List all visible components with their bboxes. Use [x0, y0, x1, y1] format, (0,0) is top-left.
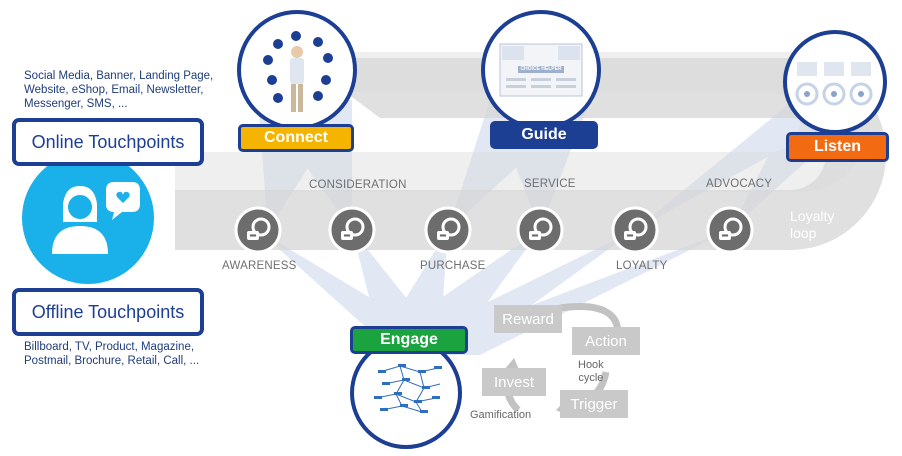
touchpoint-icon [237, 10, 357, 130]
stage-consideration-label: CONSIDERATION [309, 179, 407, 191]
online-channel-line: Website, eShop, Email, Newsletter, [24, 84, 204, 96]
loyalty-loop-line: loop [790, 225, 817, 241]
stage-advocacy-label: ADVOCACY [706, 178, 773, 190]
person-chat-icon [22, 152, 154, 284]
offline-touchpoints-box: Offline Touchpoints [12, 288, 204, 336]
hook-cycle-label: Hook cycle [578, 359, 604, 385]
choice-helper-icon [481, 10, 601, 130]
stage-purchase-label: PURCHASE [420, 260, 486, 272]
offline-channels: Billboard, TV, Product, Magazine, Postma… [24, 340, 199, 368]
online-channels: Social Media, Banner, Landing Page, Webs… [24, 69, 213, 111]
hook-trigger: Trigger [560, 390, 628, 418]
feedback-icon [783, 30, 887, 134]
hook-action: Action [572, 327, 640, 355]
hook-reward: Reward [494, 305, 562, 333]
online-touchpoints-box: Online Touchpoints [12, 118, 204, 166]
engage-label: Engage [350, 326, 468, 354]
customer-journey-map-icon [350, 337, 462, 449]
stage-service-label: SERVICE [524, 178, 576, 190]
offline-channel-line: Billboard, TV, Product, Magazine, [24, 341, 195, 353]
stage-awareness-label: AWARENESS [222, 260, 297, 272]
stage-icons [234, 206, 754, 254]
online-channel-line: Messenger, SMS, ... [24, 98, 128, 110]
listen-label: Listen [786, 132, 889, 162]
hook-cycle-line: Hook [578, 359, 604, 371]
hook-invest: Invest [482, 368, 546, 396]
loyalty-loop-line: Loyalty [790, 208, 835, 224]
connect-label: Connect [238, 124, 354, 152]
loyalty-loop-label: Loyalty loop [790, 208, 834, 242]
hook-cycle-line: cycle [578, 372, 604, 384]
gamification-label: Gamification [470, 409, 532, 421]
stage-loyalty-label: LOYALTY [616, 260, 668, 272]
guide-label: Guide [490, 121, 598, 149]
choice-helper-header: CHOICE HELPER [520, 66, 562, 72]
online-channel-line: Social Media, Banner, Landing Page, [24, 70, 214, 82]
offline-channel-line: Postmail, Brochure, Retail, Call, ... [24, 355, 200, 367]
